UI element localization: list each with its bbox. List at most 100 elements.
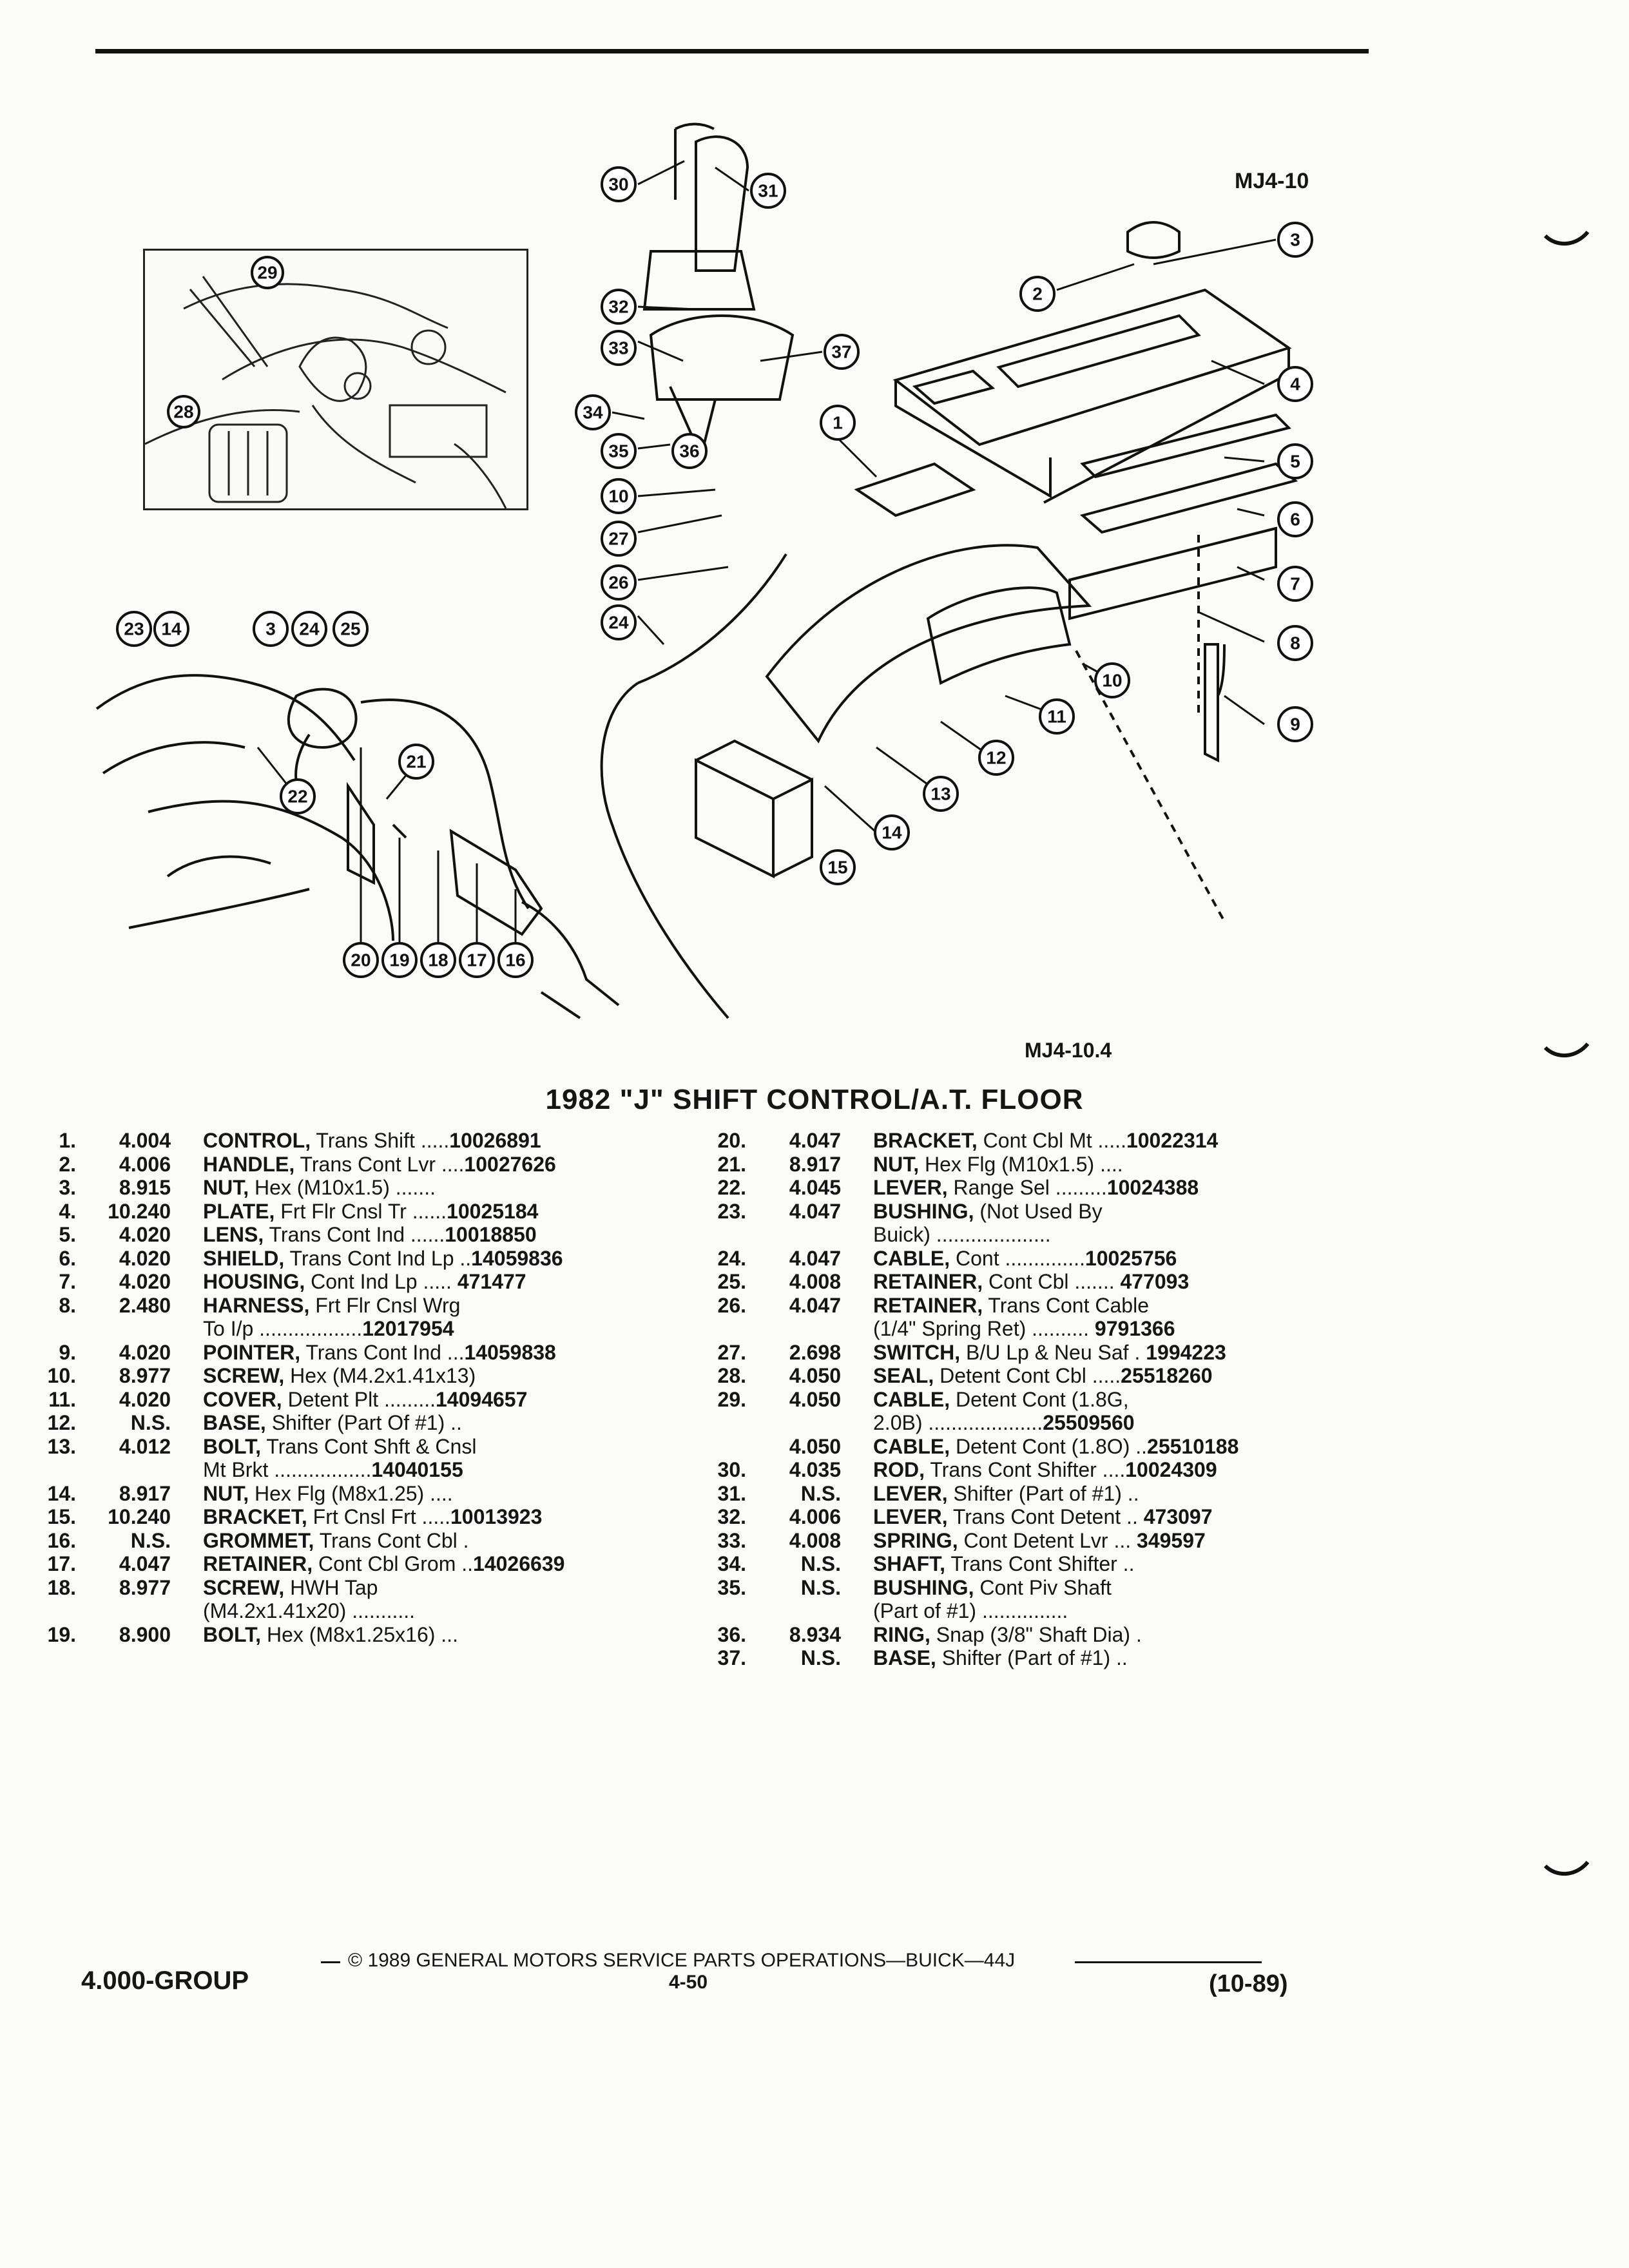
part-detail: Mt Brkt ................. <box>203 1458 372 1481</box>
part-description: Buick) .................... <box>873 1223 1324 1247</box>
part-detail: (Not Used By <box>974 1199 1103 1223</box>
diagram-lines <box>95 122 1298 1019</box>
part-description: (Part of #1) ............... <box>873 1599 1324 1623</box>
part-number-index: 8. <box>59 1293 76 1317</box>
part-catalog-number: 10022314 <box>1126 1129 1219 1152</box>
svg-text:13: 13 <box>930 784 950 804</box>
part-description: SPRING, Cont Detent Lvr ... 349597 <box>873 1529 1324 1553</box>
exploded-diagram: 30 31 32 33 37 34 35 36 10 27 26 24 1 2 … <box>95 122 1313 1019</box>
diagram-callouts: 30 31 32 33 37 34 35 36 10 27 26 24 1 2 … <box>116 166 1313 978</box>
part-name: BOLT, <box>203 1622 262 1646</box>
svg-text:4: 4 <box>1290 374 1300 394</box>
inset-callouts: 29 28 <box>167 256 284 428</box>
part-description: BOLT, Trans Cont Shft & Cnsl <box>203 1435 654 1459</box>
part-number-index: 5. <box>59 1223 76 1246</box>
part-catalog-number: 25509560 <box>1043 1411 1135 1434</box>
part-number-index: 19. <box>47 1622 76 1646</box>
part-description: BASE, Shifter (Part Of #1) .. <box>203 1411 654 1435</box>
svg-text:35: 35 <box>608 441 628 461</box>
binder-mark-3 <box>1544 1861 1589 1876</box>
part-group-code: 4.020 <box>119 1246 171 1270</box>
part-description: (1/4" Spring Ret) .......... 9791366 <box>873 1317 1324 1341</box>
part-number-index: 3. <box>59 1176 76 1199</box>
svg-text:22: 22 <box>287 787 307 807</box>
part-catalog-number: 477093 <box>1114 1270 1190 1293</box>
part-group-code: 4.047 <box>789 1293 841 1317</box>
part-name: CABLE, <box>873 1387 950 1411</box>
footer-page-number: 4-50 <box>669 1972 708 1993</box>
part-group-code: 2.698 <box>789 1340 841 1364</box>
callout-31: 31 <box>750 173 786 209</box>
svg-text:10: 10 <box>608 486 628 506</box>
part-number-index <box>26 1317 84 1341</box>
svg-text:20: 20 <box>351 950 371 970</box>
part-name: POINTER, <box>203 1340 301 1364</box>
part-description: BUSHING, Cont Piv Shaft <box>873 1576 1324 1600</box>
svg-text:24: 24 <box>608 613 629 633</box>
footer-copyright: © 1989 GENERAL MOTORS SERVICE PARTS OPER… <box>348 1950 1016 1971</box>
part-description: HARNESS, Frt Flr Cnsl Wrg <box>203 1294 654 1318</box>
part-catalog-number: 14059838 <box>464 1340 556 1364</box>
part-catalog-number: 14094657 <box>436 1387 528 1411</box>
part-name: RETAINER, <box>873 1293 983 1317</box>
part-name: SCREW, <box>203 1364 285 1387</box>
part-description: SCREW, Hex (M4.2x1.41x13) <box>203 1364 654 1388</box>
part-name: CABLE, <box>873 1246 950 1270</box>
part-number-index: 2. <box>59 1152 76 1176</box>
part-catalog-number: 10018850 <box>445 1223 537 1246</box>
part-name: HANDLE, <box>203 1152 295 1176</box>
part-description: LEVER, Shifter (Part of #1) .. <box>873 1482 1324 1506</box>
part-row: 16.N.S.GROMMET, Trans Cont Cbl . <box>26 1529 654 1553</box>
figure-code-secondary: MJ4-10.4 <box>1025 1039 1112 1062</box>
part-name: COVER, <box>203 1387 282 1411</box>
part-name: SEAL, <box>873 1364 934 1387</box>
callout-1: 1 <box>820 405 856 441</box>
part-group-code: 4.047 <box>789 1246 841 1270</box>
part-number-index: 9. <box>59 1340 76 1364</box>
callout-17: 17 <box>459 942 495 978</box>
svg-text:9: 9 <box>1290 715 1300 735</box>
callout-10b: 10 <box>1094 662 1130 698</box>
part-name: SPRING, <box>873 1528 958 1552</box>
part-description: RETAINER, Cont Cbl Grom ..14026639 <box>203 1552 654 1576</box>
part-description: BRACKET, Frt Cnsl Frt .....10013923 <box>203 1505 654 1529</box>
part-catalog-number: 10024388 <box>1106 1176 1199 1199</box>
svg-text:17: 17 <box>467 950 487 970</box>
part-name: BASE, <box>203 1411 266 1434</box>
callout-6: 6 <box>1277 501 1313 537</box>
part-group-code: 4.050 <box>789 1364 841 1387</box>
callout-2: 2 <box>1019 276 1055 312</box>
part-number-index: 6. <box>59 1246 76 1270</box>
part-detail: 2.0B) .................... <box>873 1411 1043 1434</box>
part-detail: Detent Cont (1.8G, <box>950 1387 1129 1411</box>
part-detail: Trans Cont Shifter .. <box>945 1552 1135 1575</box>
callout-9: 9 <box>1277 706 1313 742</box>
footer-rule-left <box>321 1961 340 1963</box>
part-row: 37.N.S.BASE, Shifter (Part of #1) .. <box>696 1646 1324 1670</box>
part-group-code: N.S. <box>800 1481 841 1505</box>
part-group-code: 4.012 <box>119 1434 171 1458</box>
part-name: SWITCH, <box>873 1340 961 1364</box>
part-description: RETAINER, Trans Cont Cable <box>873 1294 1324 1318</box>
part-description: LEVER, Range Sel .........10024388 <box>873 1176 1324 1200</box>
footer-rule-right <box>1075 1961 1262 1963</box>
part-number-index: 7. <box>59 1270 76 1293</box>
part-number-index <box>696 1223 754 1247</box>
svg-text:27: 27 <box>608 529 628 549</box>
callout-14a: 14 <box>153 611 189 647</box>
part-group-code: N.S. <box>130 1528 171 1552</box>
part-group-code: 4.050 <box>789 1434 841 1458</box>
part-detail: Detent Plt ......... <box>282 1387 436 1411</box>
part-number-index: 11. <box>48 1387 76 1411</box>
part-detail: Trans Cont Cbl . <box>314 1528 469 1552</box>
svg-text:8: 8 <box>1290 633 1300 653</box>
part-row: 35.N.S.BUSHING, Cont Piv Shaft <box>696 1576 1324 1600</box>
